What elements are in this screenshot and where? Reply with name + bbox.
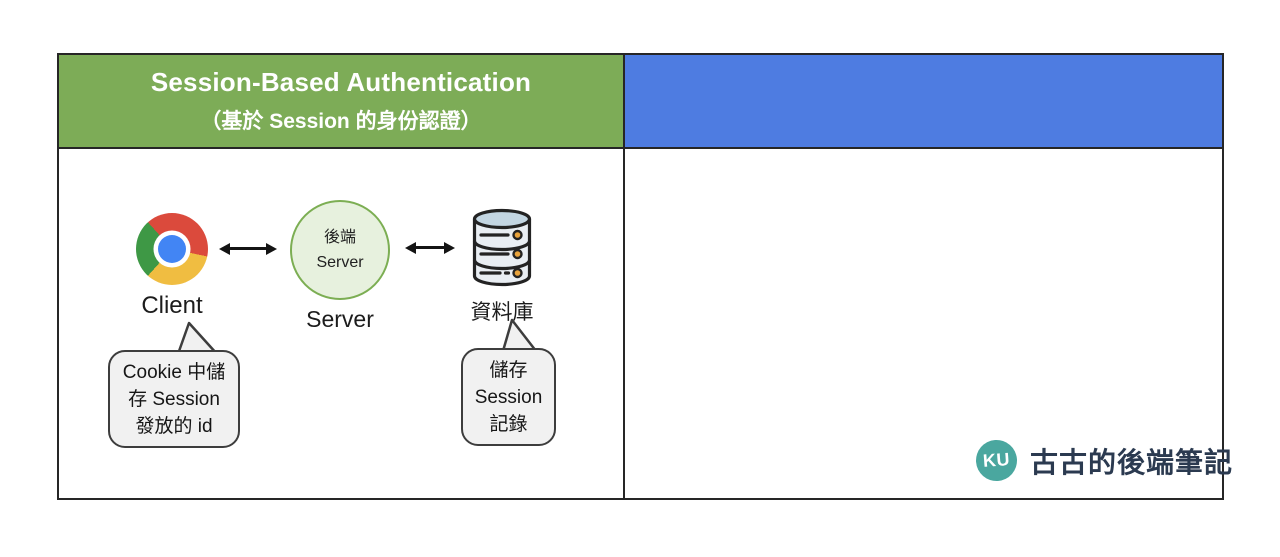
client-label: Client: [141, 292, 203, 319]
brand-logo: KU 古古的後端筆記: [974, 438, 1234, 483]
client-note-line3: 發放的 id: [135, 415, 213, 437]
backend-server-node: 後端 Server: [290, 200, 390, 300]
client-note-bubble-tail-icon: [176, 321, 218, 355]
database-note-line1: 儲存: [489, 359, 528, 381]
session-auth-subtitle: （基於 Session 的身份認證）: [200, 110, 482, 133]
client-note-line1: Cookie 中儲: [122, 361, 226, 383]
client-server-arrow-icon: [229, 247, 267, 250]
database-note-bubble: 儲存 Session 記錄: [461, 348, 556, 446]
chrome-browser-icon: [136, 213, 208, 285]
session-auth-title: Session-Based Authentication: [150, 67, 532, 97]
table-body-row: [59, 147, 1222, 498]
server-node-text-line1: 後端: [323, 229, 356, 246]
database-icon: [472, 208, 532, 287]
ku-logo-icon: KU: [974, 438, 1019, 483]
session-auth-cell: [59, 149, 625, 498]
client-note-bubble: Cookie 中儲 存 Session 發放的 id: [108, 350, 240, 448]
table-header-row: Session-Based Authentication （基於 Session…: [59, 55, 1222, 147]
client-note-line2: 存 Session: [128, 388, 220, 410]
comparison-table: Session-Based Authentication （基於 Session…: [57, 53, 1224, 500]
database-note-line2: Session: [474, 386, 543, 408]
session-auth-header: Session-Based Authentication （基於 Session…: [59, 55, 625, 147]
blank-blue-header: [625, 55, 1222, 147]
database-note-bubble-tail-icon: [501, 318, 537, 352]
brand-name: 古古的後端筆記: [1030, 446, 1234, 478]
server-label: Server: [306, 306, 374, 332]
database-label: 資料庫: [470, 301, 534, 324]
database-note-line3: 記錄: [489, 413, 528, 435]
server-node-text-line2: Server: [316, 254, 364, 271]
server-database-arrow-icon: [415, 246, 445, 249]
